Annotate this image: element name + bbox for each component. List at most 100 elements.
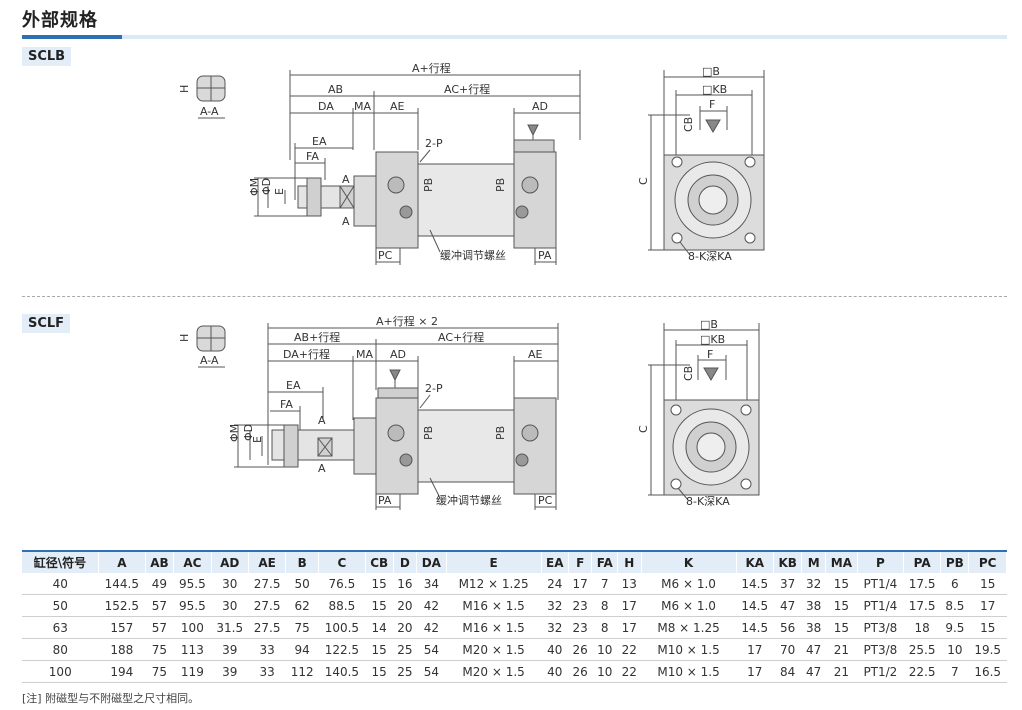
table-cell: 100 bbox=[173, 616, 212, 639]
table-cell: 32 bbox=[541, 594, 569, 617]
port-label: 2-P bbox=[425, 382, 443, 395]
section-mark-a-bottom: A bbox=[342, 215, 350, 228]
table-cell: 122.5 bbox=[318, 638, 366, 661]
dim-a-stroke: A+行程 × 2 bbox=[376, 315, 438, 328]
col-header: PB bbox=[940, 550, 970, 573]
table-cell: 33 bbox=[248, 638, 286, 661]
table-cell: 14.5 bbox=[736, 616, 774, 639]
dim-phi-d: ΦD bbox=[242, 424, 255, 441]
table-cell: 21 bbox=[825, 660, 858, 683]
table-cell: 15 bbox=[825, 616, 858, 639]
dim-pc: PC bbox=[538, 494, 553, 507]
col-header: AB bbox=[145, 550, 175, 573]
dim-pb-left: PB bbox=[422, 426, 435, 440]
table-cell: 17 bbox=[617, 616, 642, 639]
table-cell: 100.5 bbox=[318, 616, 366, 639]
table-cell: M6 × 1.0 bbox=[641, 573, 737, 595]
table-cell: 30 bbox=[211, 573, 249, 595]
col-header: D bbox=[393, 550, 418, 573]
section-mark-a-bottom: A bbox=[318, 462, 326, 475]
dim-ea: EA bbox=[286, 379, 301, 392]
table-cell: 22 bbox=[617, 660, 642, 683]
col-header: KB bbox=[773, 550, 803, 573]
table-cell: 10 bbox=[591, 638, 618, 661]
table-cell: 26 bbox=[568, 638, 592, 661]
dim-ad: AD bbox=[390, 348, 406, 361]
table-cell: M12 × 1.25 bbox=[446, 573, 542, 595]
table-cell: 62 bbox=[285, 594, 319, 617]
table-header-row: 缸径\符号 A AB AC AD AE B C CB D DA E EA F F… bbox=[22, 550, 1007, 573]
table-cell: PT1/4 bbox=[857, 594, 904, 617]
section-label: A-A bbox=[200, 354, 219, 367]
dim-cb: CB bbox=[682, 117, 695, 132]
table-cell: 32 bbox=[541, 616, 569, 639]
table-cell: 188 bbox=[98, 638, 146, 661]
dim-c: C bbox=[637, 425, 650, 433]
table-cell: 152.5 bbox=[98, 594, 146, 617]
table-cell: 50 bbox=[285, 573, 319, 595]
section-label: A-A bbox=[200, 105, 219, 118]
table-cell: 84 bbox=[773, 660, 802, 683]
dim-phi-d: ΦD bbox=[260, 178, 273, 195]
col-header: M bbox=[801, 550, 826, 573]
dim-ac-stroke: AC+行程 bbox=[438, 331, 484, 344]
table-cell: M20 × 1.5 bbox=[446, 660, 542, 683]
table-cell: 75 bbox=[145, 660, 174, 683]
table-cell: 17 bbox=[568, 573, 592, 595]
col-header: AC bbox=[173, 550, 212, 573]
port-label: 2-P bbox=[425, 137, 443, 150]
table-cell: 157 bbox=[98, 616, 146, 639]
table-cell: 42 bbox=[416, 616, 447, 639]
col-header: C bbox=[318, 550, 366, 573]
table-cell: 33 bbox=[248, 660, 286, 683]
col-header: AD bbox=[211, 550, 249, 573]
table-cell: 25 bbox=[393, 660, 417, 683]
table-cell: 15 bbox=[365, 638, 394, 661]
table-cell: 88.5 bbox=[318, 594, 366, 617]
table-cell: 140.5 bbox=[318, 660, 366, 683]
col-header: K bbox=[641, 550, 737, 573]
table-cell: 22.5 bbox=[903, 660, 941, 683]
table-cell: 17.5 bbox=[903, 594, 941, 617]
table-cell: 18 bbox=[903, 616, 941, 639]
table-cell: 34 bbox=[416, 573, 447, 595]
dim-da: DA bbox=[318, 100, 334, 113]
table-cell: 22 bbox=[617, 638, 642, 661]
section-mark-a-top: A bbox=[342, 173, 350, 186]
table-cell: 47 bbox=[801, 660, 826, 683]
dim-k: 8-K深KA bbox=[686, 495, 730, 508]
col-header: KA bbox=[736, 550, 774, 573]
col-header: P bbox=[857, 550, 904, 573]
col-header: CB bbox=[365, 550, 394, 573]
table-cell: M16 × 1.5 bbox=[446, 594, 542, 617]
dim-k: 8-K深KA bbox=[688, 250, 732, 263]
table-cell: 95.5 bbox=[173, 594, 212, 617]
table-cell: 15 bbox=[968, 573, 1007, 595]
dim-phi-m: ΦM bbox=[228, 424, 241, 442]
dim-h: H bbox=[178, 85, 191, 93]
table-cell: 27.5 bbox=[248, 616, 286, 639]
footnote: [注] 附磁型与不附磁型之尺寸相同。 bbox=[22, 692, 200, 705]
table-cell: 54 bbox=[416, 660, 447, 683]
table-cell: 17 bbox=[736, 638, 774, 661]
dim-ad: AD bbox=[532, 100, 548, 113]
col-header: FA bbox=[591, 550, 619, 573]
table-cell: 119 bbox=[173, 660, 212, 683]
table-cell: 17 bbox=[968, 594, 1007, 617]
dim-da-stroke: DA+行程 bbox=[283, 348, 330, 361]
table-cell: 25 bbox=[393, 638, 417, 661]
table-cell: 95.5 bbox=[173, 573, 212, 595]
table-cell: 9.5 bbox=[940, 616, 969, 639]
table-cell: 15 bbox=[825, 594, 858, 617]
table-cell: 7 bbox=[591, 573, 618, 595]
dim-ae: AE bbox=[528, 348, 543, 361]
table-cell: 50 bbox=[22, 594, 99, 617]
dim-ab-stroke: AB+行程 bbox=[294, 331, 340, 344]
table-cell: M16 × 1.5 bbox=[446, 616, 542, 639]
col-header: AE bbox=[248, 550, 287, 573]
dim-f: F bbox=[709, 98, 715, 111]
table-cell: 17 bbox=[617, 594, 642, 617]
table-cell: 8 bbox=[591, 594, 618, 617]
